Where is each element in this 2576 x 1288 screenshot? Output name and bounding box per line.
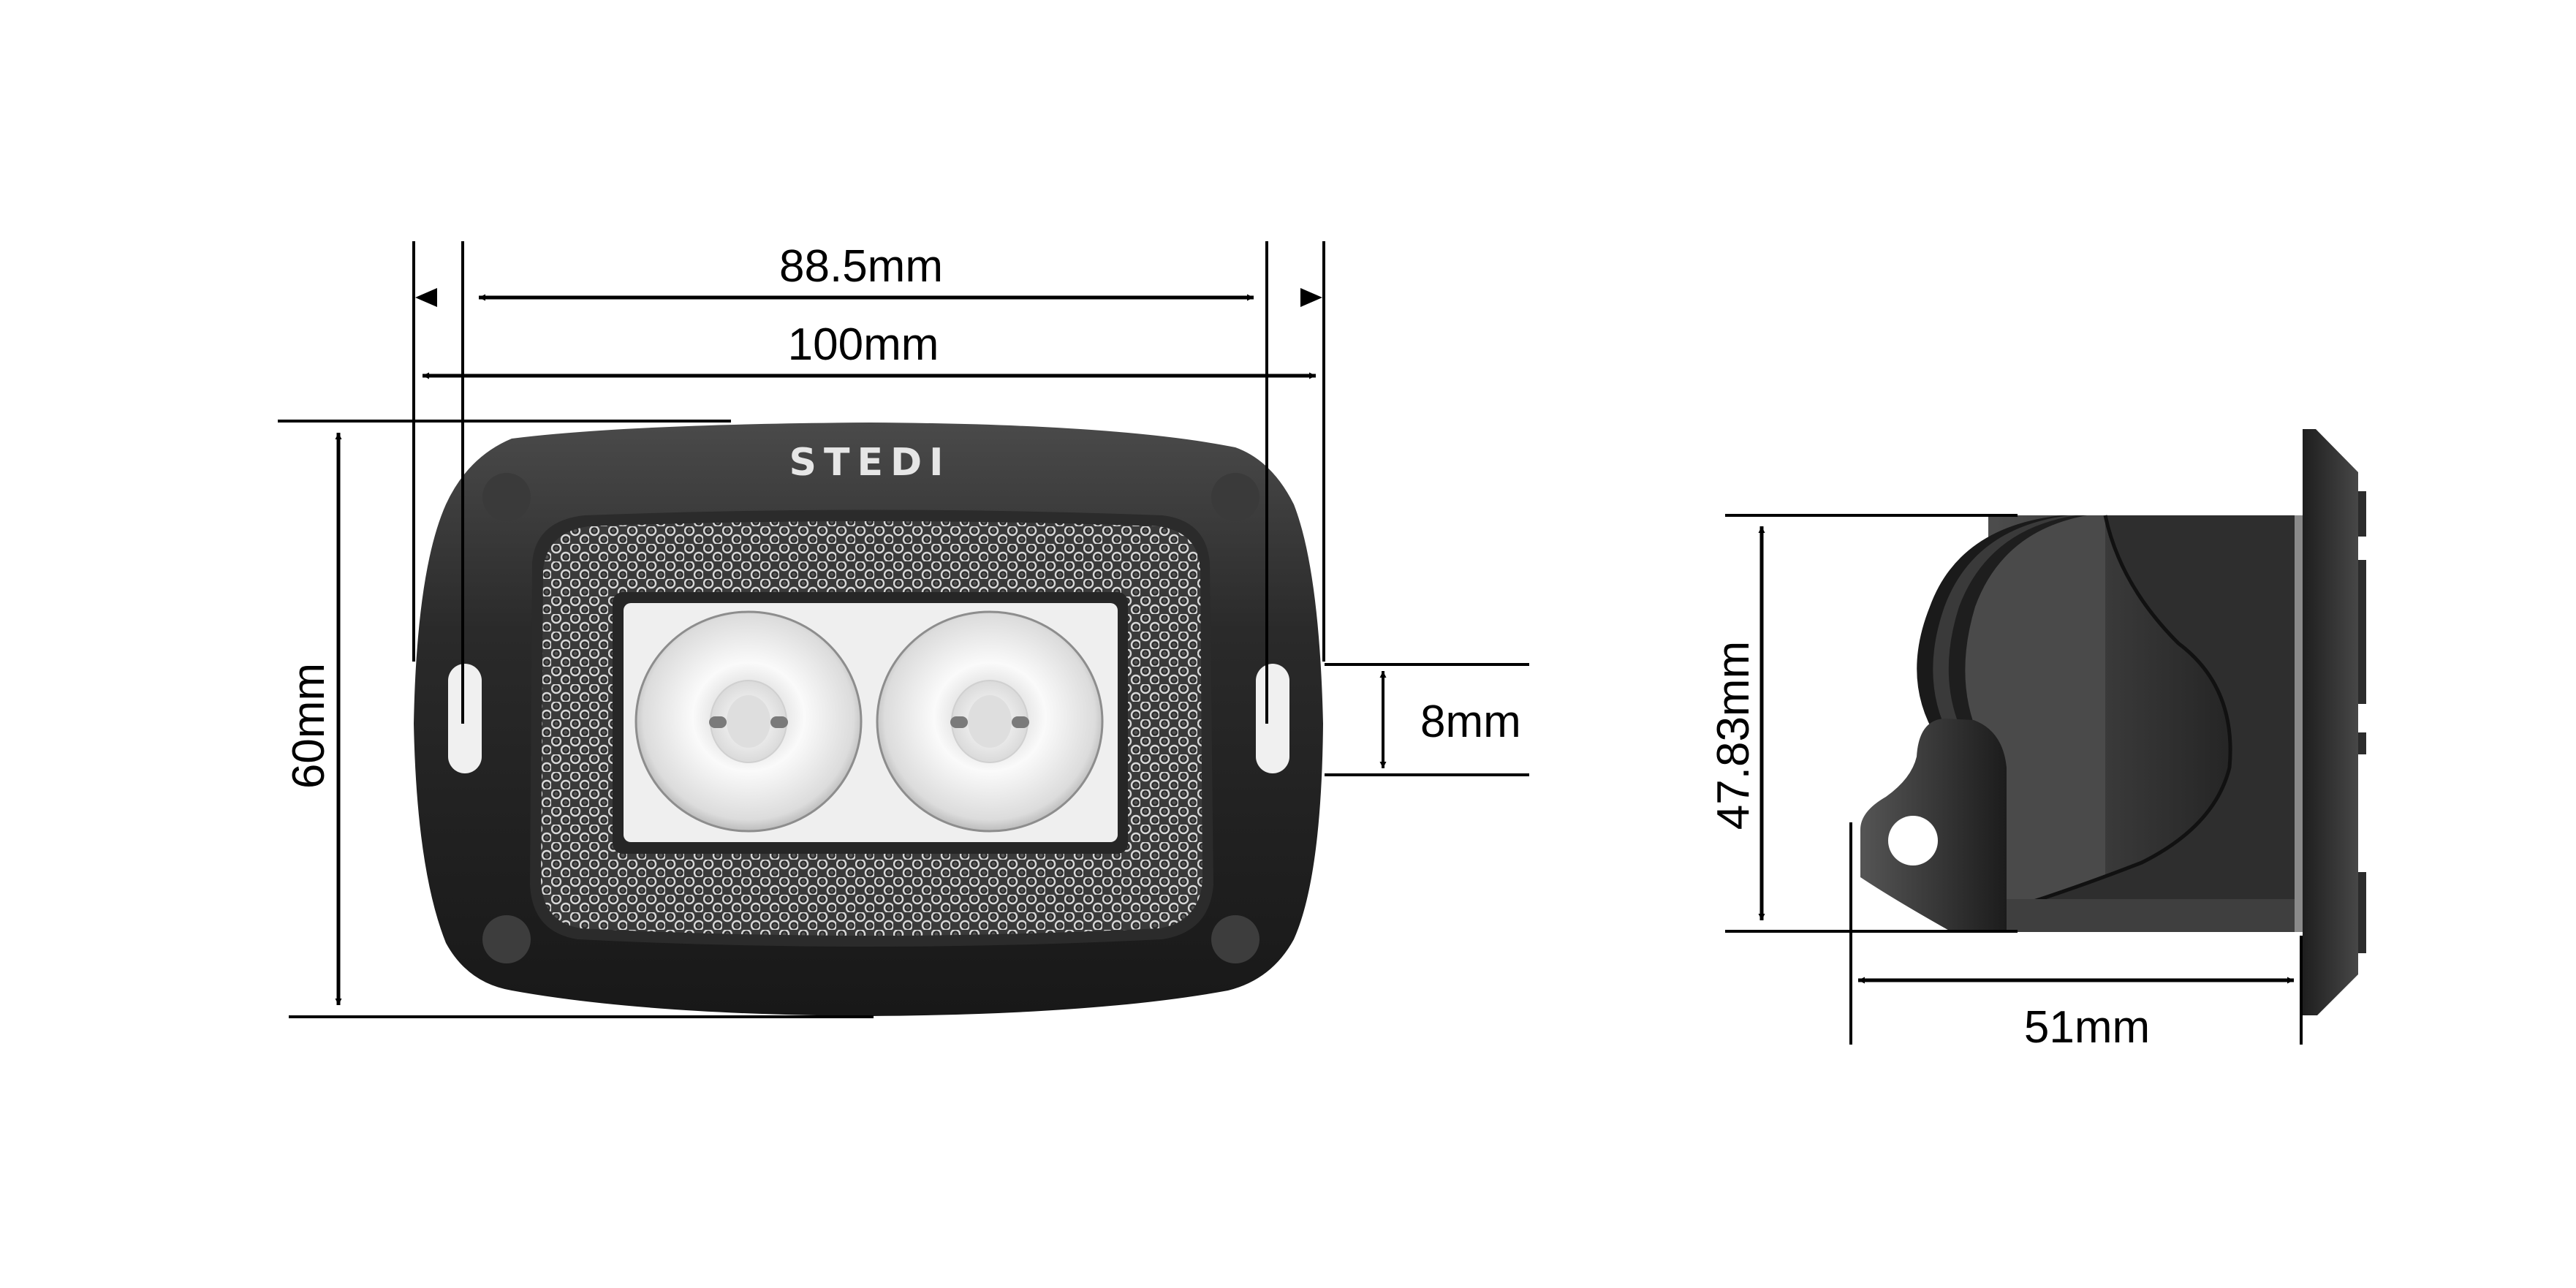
brand-logo: STEDI xyxy=(789,441,951,485)
led-lens-left xyxy=(634,610,863,833)
dim-label-47-83: 47.83mm xyxy=(1708,641,1759,830)
flange-tab xyxy=(2358,560,2366,704)
side-view xyxy=(1860,429,2366,1015)
side-base-lip xyxy=(2003,899,2295,932)
mounting-hole xyxy=(1888,816,1938,865)
bolt-top-left xyxy=(482,473,531,521)
flange-tab xyxy=(2358,732,2366,754)
side-cover xyxy=(2018,515,2299,932)
side-cover-edge xyxy=(2017,515,2232,909)
bolt-bottom-right xyxy=(1211,915,1259,963)
arrowhead-icon xyxy=(415,288,437,307)
bolt-bottom-left xyxy=(482,915,531,963)
led-contact-left xyxy=(709,716,727,728)
front-dimensions xyxy=(278,241,1529,1018)
mounting-ear xyxy=(1860,719,2007,932)
led-contact-right xyxy=(770,716,788,728)
heatsink-fin xyxy=(1965,515,2105,932)
side-dimension-labels: 47.83mm 51mm xyxy=(1708,641,2150,1053)
dim-label-100: 100mm xyxy=(788,319,939,370)
flange-tab xyxy=(2358,872,2366,953)
flange-plate xyxy=(2303,429,2358,1015)
dim-label-60: 60mm xyxy=(284,663,334,789)
front-dimension-labels: 88.5mm 100mm 60mm 8mm xyxy=(284,241,1521,789)
dim-label-88-5: 88.5mm xyxy=(779,241,943,292)
gasket-strip xyxy=(2295,515,2303,932)
mounting-slot-left xyxy=(448,664,482,773)
led-contact-right xyxy=(1012,716,1029,728)
led-contact-left xyxy=(950,716,968,728)
mounting-slot-right xyxy=(1256,664,1289,773)
led-lens-right xyxy=(876,610,1104,833)
arrowhead-icon xyxy=(1300,288,1322,307)
flange-tab xyxy=(2358,491,2366,537)
dim-label-51: 51mm xyxy=(2024,1002,2150,1053)
dim-label-8: 8mm xyxy=(1420,697,1521,747)
front-view: STEDI xyxy=(414,423,1323,1016)
bolt-top-right xyxy=(1211,473,1259,521)
side-dimensions xyxy=(1725,514,2303,1045)
